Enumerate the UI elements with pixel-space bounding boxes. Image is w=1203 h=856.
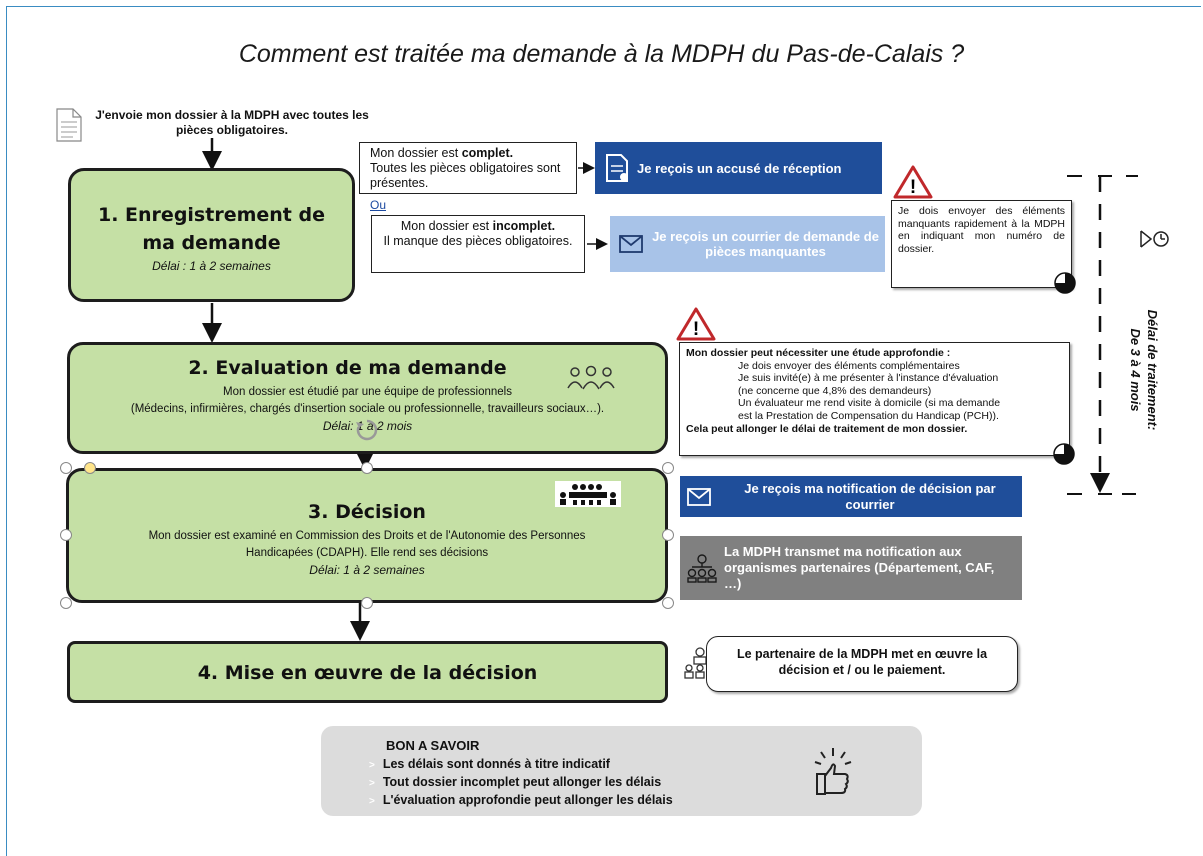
clock-icon: [1053, 443, 1075, 465]
list-item: >Les délais sont donnés à titre indicati…: [369, 757, 610, 771]
envelope-icon: [619, 235, 643, 253]
warning-evaluation-box: Mon dossier peut nécessiter une étude ap…: [679, 342, 1070, 456]
rotate-handle-icon[interactable]: [355, 418, 379, 442]
step-4-box: 4. Mise en œuvre de la décision: [67, 641, 668, 703]
step-2-desc-2: (Médecins, infirmières, chargés d'insert…: [130, 403, 605, 415]
step-2-delay: Délai: 1 à 2 mois: [322, 419, 413, 433]
envelope-icon: [687, 487, 711, 506]
transmit-box: La MDPH transmet ma notification aux org…: [680, 536, 1022, 600]
warning-icon: !: [893, 165, 933, 199]
step-3-title: 3. Décision: [308, 501, 426, 523]
missing-letter-box: Je reçois un courrier de demande de pièc…: [610, 216, 885, 272]
step-2-box: 2. Evaluation de ma demande Mon dossier …: [67, 342, 668, 454]
resize-handle[interactable]: [60, 597, 72, 609]
svg-text:!: !: [693, 319, 699, 340]
receipt-box: Je reçois un accusé de réception: [595, 142, 882, 194]
committee-icon: [555, 481, 621, 507]
step-1-delay: Délai : 1 à 2 semaines: [152, 259, 271, 273]
resize-handle[interactable]: [60, 462, 72, 474]
step-3-desc-2: Handicapées (CDAPH). Elle rend ses décis…: [245, 547, 489, 559]
network-icon: [687, 554, 717, 583]
clock-icon: [1054, 272, 1076, 294]
resize-handle[interactable]: [662, 529, 674, 541]
document-icon: [56, 108, 82, 142]
adjust-handle[interactable]: [84, 462, 96, 474]
warning-icon: !: [676, 307, 716, 341]
intro-text: J'envoie mon dossier à la MDPH avec tout…: [95, 108, 369, 137]
step-2-title: 2. Evaluation de ma demande: [188, 357, 507, 379]
resize-handle[interactable]: [662, 462, 674, 474]
receipt-icon: [606, 154, 628, 182]
delay-label: Délai de traitement: De 3 à 4 mois: [1128, 309, 1160, 431]
team-icon: [567, 365, 615, 390]
list-item: >L'évaluation approfondie peut allonger …: [369, 793, 673, 807]
step-3-desc-1: Mon dossier est examiné en Commission de…: [148, 530, 586, 542]
good-to-know-title: BON A SAVOIR: [386, 738, 480, 753]
thumbs-up-icon: [814, 748, 852, 795]
notification-box: Je reçois ma notification de décision pa…: [680, 476, 1022, 517]
step-4-title: 4. Mise en œuvre de la décision: [197, 662, 538, 684]
partner-box: Le partenaire de la MDPH met en œuvre la…: [706, 636, 1018, 692]
page-frame: [6, 6, 1201, 856]
list-item: >Tout dossier incomplet peut allonger le…: [369, 775, 662, 789]
incomplete-box: Mon dossier est incomplet.Il manque des …: [371, 215, 585, 273]
step-1-title: 1. Enregistrement de ma demande: [98, 204, 325, 254]
step-3-delay: Délai: 1 à 2 semaines: [309, 563, 425, 577]
resize-handle[interactable]: [361, 462, 373, 474]
resize-handle[interactable]: [361, 597, 373, 609]
resize-handle[interactable]: [662, 597, 674, 609]
page-title: Comment est traitée ma demande à la MDPH…: [238, 40, 965, 68]
step-1-box: 1. Enregistrement de ma demande Délai : …: [68, 168, 355, 302]
step-2-desc-1: Mon dossier est étudié par une équipe de…: [223, 386, 512, 398]
resize-handle[interactable]: [60, 529, 72, 541]
warning-missing-box: Je dois envoyer des éléments manquants r…: [891, 200, 1072, 288]
complete-box: Mon dossier est complet.Toutes les pièce…: [359, 142, 577, 194]
hourglass-icon: [1140, 230, 1169, 248]
or-label: Ou: [370, 198, 387, 212]
svg-text:!: !: [910, 177, 916, 198]
good-to-know-panel: BON A SAVOIR >Les délais sont donnés à t…: [321, 726, 922, 816]
good-to-know-list: >Les délais sont donnés à titre indicati…: [369, 756, 673, 810]
